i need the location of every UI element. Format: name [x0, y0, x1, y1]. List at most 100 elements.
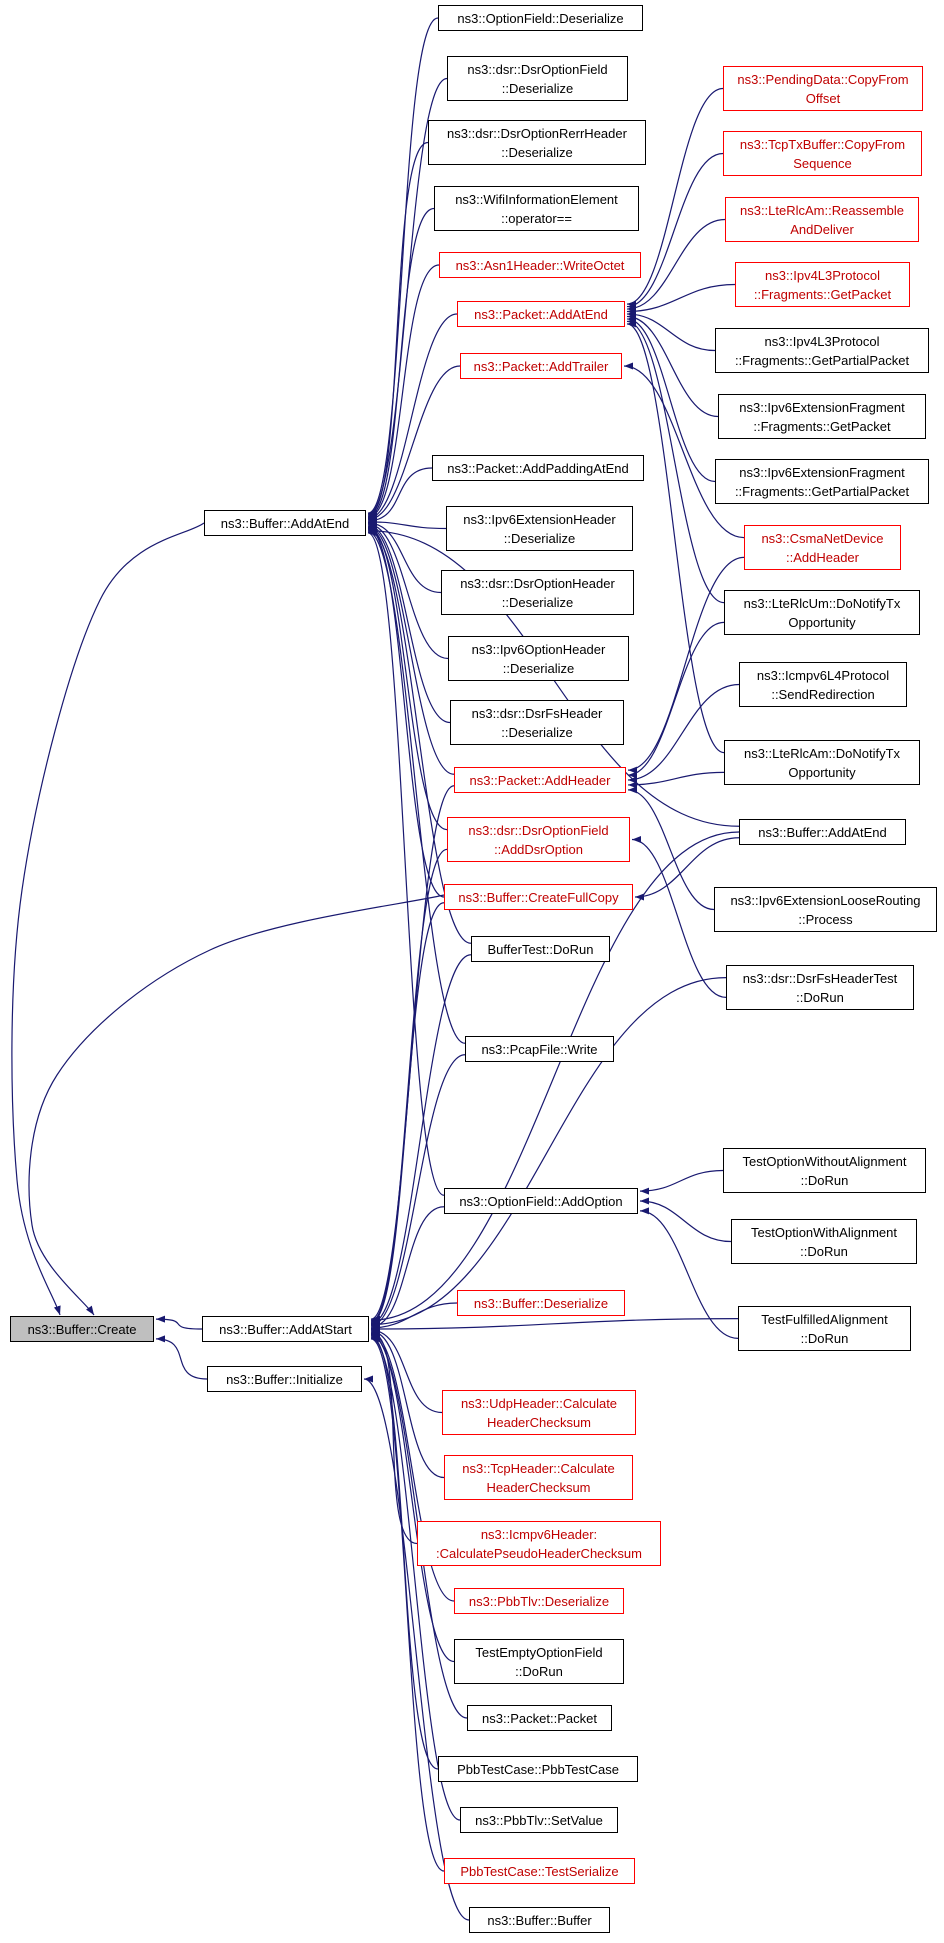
edges	[11, 17, 745, 1921]
graph-node-label: ::Deserialize	[502, 660, 575, 676]
call-edge-m20-to-addAtStart	[370, 1326, 443, 1414]
call-edge-m18-to-addAtStart	[370, 1206, 445, 1331]
graph-node-m15[interactable]: ns3::Buffer::CreateFullCopy	[444, 884, 633, 910]
graph-node-m22[interactable]: ns3::Icmpv6Header::CalculatePseudoHeader…	[417, 1521, 661, 1566]
graph-node-m25[interactable]: ns3::Packet::Packet	[467, 1705, 612, 1731]
graph-node-label: :CalculatePseudoHeaderChecksum	[436, 1545, 642, 1561]
graph-node-label: ns3::Ipv6ExtensionLooseRouting	[730, 892, 921, 908]
graph-node-label: TestFulfilledAlignment	[761, 1311, 888, 1327]
call-edge-r4-to-m6	[626, 283, 736, 316]
call-edge-m14-to-addAtStart	[370, 848, 448, 1325]
graph-node-label: ns3::Icmpv6L4Protocol	[756, 667, 890, 683]
call-edge-r5-to-m6	[626, 310, 716, 352]
graph-node-label: ns3::Packet::AddTrailer	[473, 358, 609, 374]
graph-node-m12[interactable]: ns3::dsr::DsrFsHeader::Deserialize	[450, 700, 624, 745]
call-edge-r3-to-m6	[626, 218, 726, 313]
graph-node-m4[interactable]: ns3::WifiInformationElement::operator==	[434, 186, 639, 231]
call-edge-r11-to-m13	[627, 771, 725, 789]
graph-node-m5[interactable]: ns3::Asn1Header::WriteOctet	[439, 252, 641, 278]
graph-node-label: ns3::Buffer::Create	[27, 1321, 137, 1337]
graph-node-label: ::DoRun	[800, 1172, 849, 1188]
graph-node-m16[interactable]: BufferTest::DoRun	[471, 936, 610, 962]
graph-node-addAtStart[interactable]: ns3::Buffer::AddAtStart	[202, 1316, 369, 1342]
graph-node-label: ns3::PcapFile::Write	[481, 1041, 598, 1057]
graph-node-m23[interactable]: ns3::PbbTlv::Deserialize	[454, 1588, 624, 1614]
graph-node-label: ::AddHeader	[786, 549, 859, 565]
graph-node-initialize[interactable]: ns3::Buffer::Initialize	[207, 1366, 362, 1392]
call-edge-addAtStart-to-create	[155, 1315, 203, 1330]
graph-node-r12[interactable]: ns3::Buffer::AddAtEnd	[739, 819, 906, 845]
graph-node-label: ::Fragments::GetPartialPacket	[734, 483, 910, 499]
graph-node-label: HeaderChecksum	[486, 1414, 592, 1430]
graph-node-label: ::Fragments::GetPacket	[753, 286, 892, 302]
graph-node-m10[interactable]: ns3::dsr::DsrOptionHeader::Deserialize	[441, 570, 634, 615]
graph-node-label: TestOptionWithoutAlignment	[742, 1153, 907, 1169]
graph-node-m26[interactable]: PbbTestCase::PbbTestCase	[438, 1756, 638, 1782]
graph-node-r5[interactable]: ns3::Ipv4L3Protocol::Fragments::GetParti…	[715, 328, 929, 373]
graph-node-label: ns3::CsmaNetDevice	[761, 530, 884, 546]
graph-node-label: ns3::dsr::DsrOptionField	[468, 822, 609, 838]
graph-node-addAtEnd[interactable]: ns3::Buffer::AddAtEnd	[204, 510, 366, 536]
graph-node-m8[interactable]: ns3::Packet::AddPaddingAtEnd	[432, 455, 644, 481]
graph-node-m1[interactable]: ns3::OptionField::Deserialize	[438, 5, 643, 31]
graph-node-m28[interactable]: PbbTestCase::TestSerialize	[444, 1858, 635, 1884]
call-edge-m13-to-addAtEnd	[367, 522, 455, 775]
call-edge-m19-to-addAtStart	[370, 1302, 458, 1332]
graph-node-m24[interactable]: TestEmptyOptionField::DoRun	[454, 1639, 624, 1684]
graph-node-label: AndDeliver	[790, 221, 854, 237]
graph-node-r17[interactable]: TestFulfilledAlignment::DoRun	[738, 1306, 911, 1351]
graph-node-r14[interactable]: ns3::dsr::DsrFsHeaderTest::DoRun	[726, 965, 914, 1010]
graph-node-label: Sequence	[793, 155, 852, 171]
graph-node-m6[interactable]: ns3::Packet::AddAtEnd	[457, 301, 625, 327]
graph-node-label: Offset	[805, 90, 841, 106]
call-edge-m18-to-addAtEnd	[367, 529, 445, 1196]
graph-node-r15[interactable]: TestOptionWithoutAlignment::DoRun	[723, 1148, 926, 1193]
call-edge-r17-to-addAtStart	[370, 1318, 739, 1333]
graph-node-m14[interactable]: ns3::dsr::DsrOptionField::AddDsrOption	[447, 817, 630, 862]
graph-node-label: ::Deserialize	[501, 80, 574, 96]
graph-node-r16[interactable]: TestOptionWithAlignment::DoRun	[731, 1219, 917, 1264]
graph-node-label: ns3::UdpHeader::Calculate	[460, 1395, 618, 1411]
graph-node-m17[interactable]: ns3::PcapFile::Write	[465, 1036, 614, 1062]
graph-node-m3[interactable]: ns3::dsr::DsrOptionRerrHeader::Deseriali…	[428, 120, 646, 165]
graph-node-label: ns3::Icmpv6Header:	[480, 1526, 598, 1542]
graph-node-label: ::Deserialize	[503, 530, 576, 546]
graph-node-r8[interactable]: ns3::CsmaNetDevice::AddHeader	[744, 525, 901, 570]
graph-node-m7[interactable]: ns3::Packet::AddTrailer	[460, 353, 622, 379]
graph-node-label: ns3::dsr::DsrOptionField	[467, 61, 608, 77]
graph-node-label: ns3::Buffer::AddAtEnd	[220, 515, 350, 531]
graph-node-label: ::Fragments::GetPartialPacket	[734, 352, 910, 368]
graph-node-m18[interactable]: ns3::OptionField::AddOption	[444, 1188, 638, 1214]
graph-node-m13[interactable]: ns3::Packet::AddHeader	[454, 767, 626, 793]
graph-node-m29[interactable]: ns3::Buffer::Buffer	[469, 1907, 610, 1933]
graph-node-m19[interactable]: ns3::Buffer::Deserialize	[457, 1290, 625, 1316]
graph-node-label: Opportunity	[788, 614, 856, 630]
graph-node-label: ns3::LteRlcAm::DoNotifyTx	[743, 745, 901, 761]
graph-node-r6[interactable]: ns3::Ipv6ExtensionFragment::Fragments::G…	[718, 394, 926, 439]
graph-node-label: ns3::Buffer::AddAtStart	[219, 1321, 352, 1337]
graph-node-label: PbbTestCase::PbbTestCase	[457, 1761, 619, 1777]
graph-node-m11[interactable]: ns3::Ipv6OptionHeader::Deserialize	[448, 636, 629, 681]
call-edge-r11-to-m6	[626, 320, 725, 754]
graph-node-r13[interactable]: ns3::Ipv6ExtensionLooseRouting::Process	[714, 887, 937, 932]
graph-node-r10[interactable]: ns3::Icmpv6L4Protocol::SendRedirection	[739, 662, 907, 707]
graph-node-r4[interactable]: ns3::Ipv4L3Protocol::Fragments::GetPacke…	[735, 262, 910, 307]
graph-node-m9[interactable]: ns3::Ipv6ExtensionHeader::Deserialize	[446, 506, 633, 551]
graph-node-label: Opportunity	[788, 764, 856, 780]
graph-node-label: ::operator==	[501, 210, 572, 226]
graph-node-m2[interactable]: ns3::dsr::DsrOptionField::Deserialize	[447, 56, 628, 101]
graph-node-label: ns3::Packet::AddAtEnd	[474, 306, 608, 322]
call-edge-m15-to-addAtStart	[370, 902, 445, 1326]
call-edge-m8-to-addAtEnd	[367, 467, 433, 525]
graph-node-label: ns3::LteRlcAm::Reassemble	[739, 202, 904, 218]
graph-node-r7[interactable]: ns3::Ipv6ExtensionFragment::Fragments::G…	[715, 459, 929, 504]
graph-node-m27[interactable]: ns3::PbbTlv::SetValue	[460, 1807, 618, 1833]
graph-node-label: ::Process	[798, 911, 853, 927]
